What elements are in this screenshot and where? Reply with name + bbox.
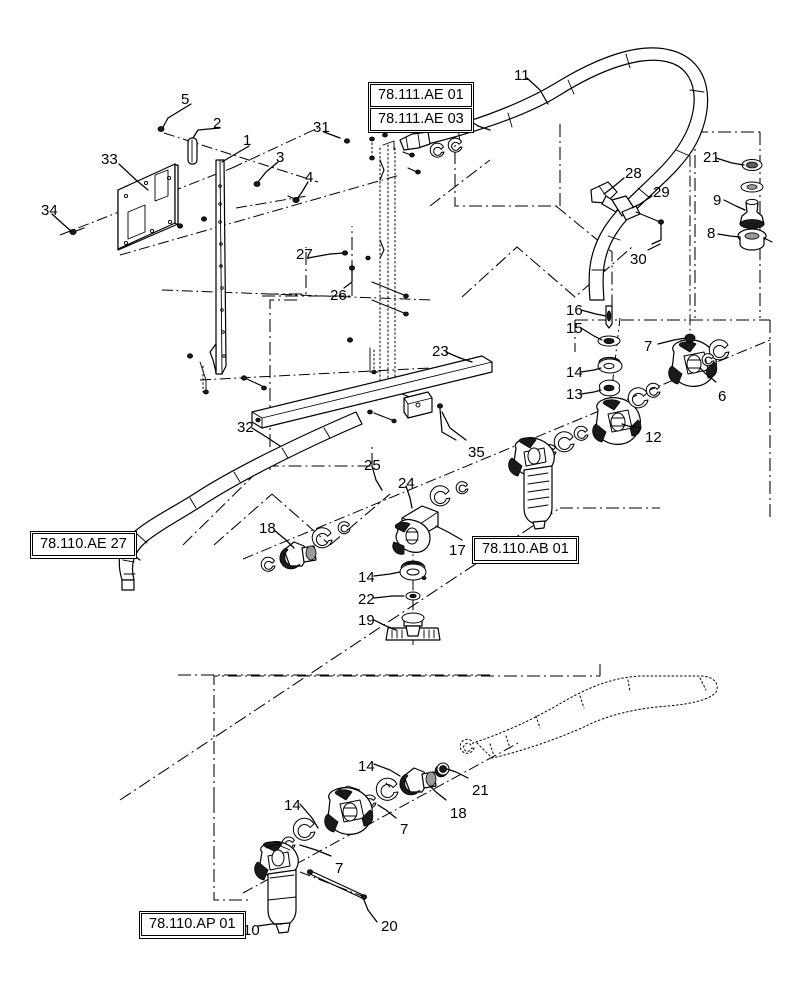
part-30-fastener <box>635 211 665 245</box>
part-14-clamp-lower-left <box>292 817 316 841</box>
part-18-elbow-lower <box>399 767 437 796</box>
callout-number-26: 26 <box>330 287 347 304</box>
part-34-fastener <box>69 227 85 235</box>
callout-number-7: 7 <box>335 860 344 877</box>
part-28-fitting <box>590 181 621 213</box>
hose-11-clips <box>429 137 463 158</box>
part-11-upper-hose <box>399 47 709 301</box>
callout-number-4: 4 <box>305 169 314 186</box>
callout-number-14: 14 <box>566 364 583 381</box>
callout-number-9: 9 <box>713 192 722 209</box>
part-12-valve <box>592 397 642 445</box>
callout-number-31: 31 <box>313 119 330 136</box>
part-17-nozzle-body <box>392 505 439 555</box>
part-6-valve <box>668 333 718 387</box>
callout-number-21: 21 <box>703 149 720 166</box>
callout-number-3: 3 <box>276 149 285 166</box>
callout-number-14: 14 <box>284 797 301 814</box>
part-15-seal <box>597 335 621 347</box>
ref-78-110-ab-01[interactable]: 78.110.AB 01 <box>472 536 579 564</box>
lower-valve-body <box>324 785 374 835</box>
callout-number-24: 24 <box>398 475 415 492</box>
part-14-clamp-upper <box>597 356 623 374</box>
callout-number-5: 5 <box>181 91 190 108</box>
part-8-cap <box>737 228 773 251</box>
reference-code: 78.110.AP 01 <box>141 913 244 936</box>
callout-number-25: 25 <box>364 457 381 474</box>
callout-number-12: 12 <box>645 429 662 446</box>
reference-code: 78.111.AE 01 <box>370 84 472 107</box>
part-33-plate <box>117 163 179 251</box>
ref-78-110-ap-01[interactable]: 78.110.AP 01 <box>139 911 246 939</box>
callout-number-17: 17 <box>449 542 466 559</box>
reference-code: 78.111.AE 03 <box>370 108 472 131</box>
callout-number-30: 30 <box>630 251 647 268</box>
part-9-plug <box>739 198 765 229</box>
callout-number-18: 18 <box>450 805 467 822</box>
ref-78-110-ae-27[interactable]: 78.110.AE 27 <box>30 531 137 559</box>
part-20-rod <box>306 869 367 900</box>
part-10-filter-assembly <box>254 841 299 934</box>
part-32-lower-hose <box>118 411 363 591</box>
lower-phantom-hose <box>459 675 718 759</box>
axis-clips-upper <box>543 339 730 458</box>
part-13-washer <box>599 379 620 397</box>
part-1-vertical-rail <box>209 159 227 375</box>
mid-filter-assembly <box>508 437 555 530</box>
part-35-fastener <box>436 403 457 441</box>
callout-number-2: 2 <box>213 115 222 132</box>
part-16-pin <box>605 305 613 329</box>
part-21-seal <box>741 159 763 171</box>
callout-number-22: 22 <box>358 591 375 608</box>
callout-number-15: 15 <box>566 320 583 337</box>
callout-number-11: 11 <box>514 67 530 84</box>
callout-number-23: 23 <box>432 343 449 360</box>
part-23-support-arm <box>251 355 493 429</box>
leader-lines <box>51 77 746 927</box>
part-14-clamp-nozzle <box>399 560 427 581</box>
rail-fasteners <box>176 216 267 395</box>
part-unlabeled-washer <box>740 181 764 193</box>
callout-number-10: 10 <box>243 922 260 939</box>
callout-number-7: 7 <box>644 338 653 355</box>
callout-number-14: 14 <box>358 758 375 775</box>
callout-number-8: 8 <box>707 225 716 242</box>
part-5-fastener <box>157 126 165 132</box>
callout-number-13: 13 <box>566 386 583 403</box>
reference-code: 78.110.AE 27 <box>32 533 135 556</box>
callout-number-19: 19 <box>358 612 375 629</box>
callout-number-16: 16 <box>566 302 583 319</box>
part-21-seal-lower <box>434 762 450 778</box>
part-3-fastener <box>253 181 261 187</box>
reference-code: 78.110.AB 01 <box>474 538 577 561</box>
callout-number-28: 28 <box>625 165 642 182</box>
part-2-spacer <box>187 137 198 165</box>
callout-number-21: 21 <box>472 782 489 799</box>
callout-number-20: 20 <box>381 918 398 935</box>
part-19-nozzle-tip <box>385 612 441 641</box>
part-22-oring <box>405 591 421 601</box>
callout-number-6: 6 <box>718 388 727 405</box>
callout-number-1: 1 <box>243 132 252 149</box>
callout-number-33: 33 <box>101 151 118 168</box>
callout-number-27: 27 <box>296 246 313 263</box>
part-18-elbow-mid <box>260 541 317 572</box>
mid-axis-clips <box>311 481 469 549</box>
callout-number-35: 35 <box>468 444 485 461</box>
callout-number-34: 34 <box>41 202 58 219</box>
callout-number-29: 29 <box>653 184 670 201</box>
part-14-clamp-lower-right <box>375 777 399 801</box>
callout-number-14: 14 <box>358 569 375 586</box>
callout-number-18: 18 <box>259 520 276 537</box>
callout-number-32: 32 <box>237 419 254 436</box>
callout-number-7: 7 <box>400 821 409 838</box>
